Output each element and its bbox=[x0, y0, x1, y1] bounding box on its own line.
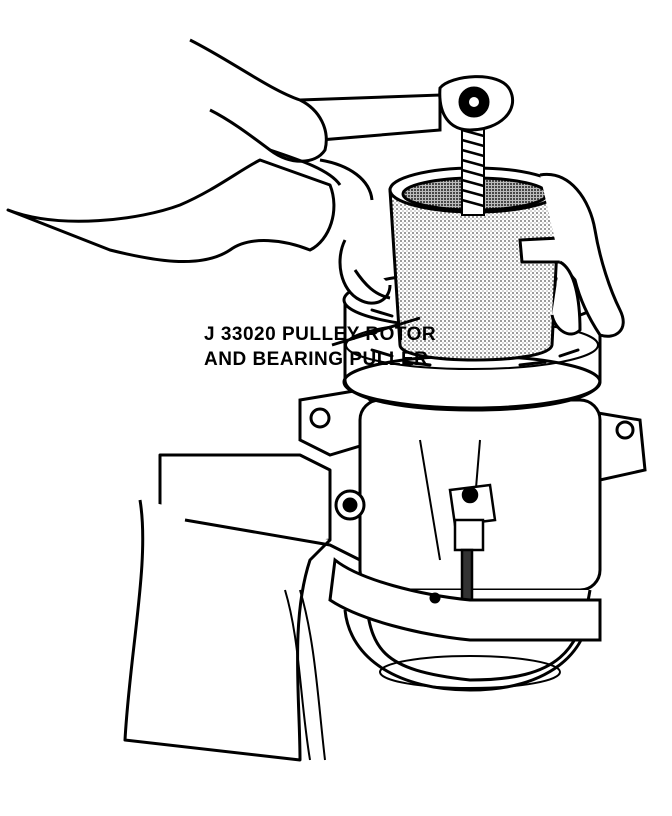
right-hand bbox=[338, 173, 625, 338]
strap-bar bbox=[328, 557, 602, 642]
callout-line-1: J 33020 PULLEY ROTOR bbox=[204, 324, 437, 345]
tool-callout-label: J 33020 PULLEY ROTOR AND BEARING PULLER bbox=[204, 322, 437, 372]
wrench bbox=[297, 75, 514, 142]
forcing-screw bbox=[461, 119, 485, 216]
holding-fixture bbox=[123, 453, 361, 762]
callout-leader-line bbox=[331, 316, 421, 347]
callout-line-2: AND BEARING PULLER bbox=[204, 349, 429, 370]
left-hand bbox=[6, 38, 374, 264]
